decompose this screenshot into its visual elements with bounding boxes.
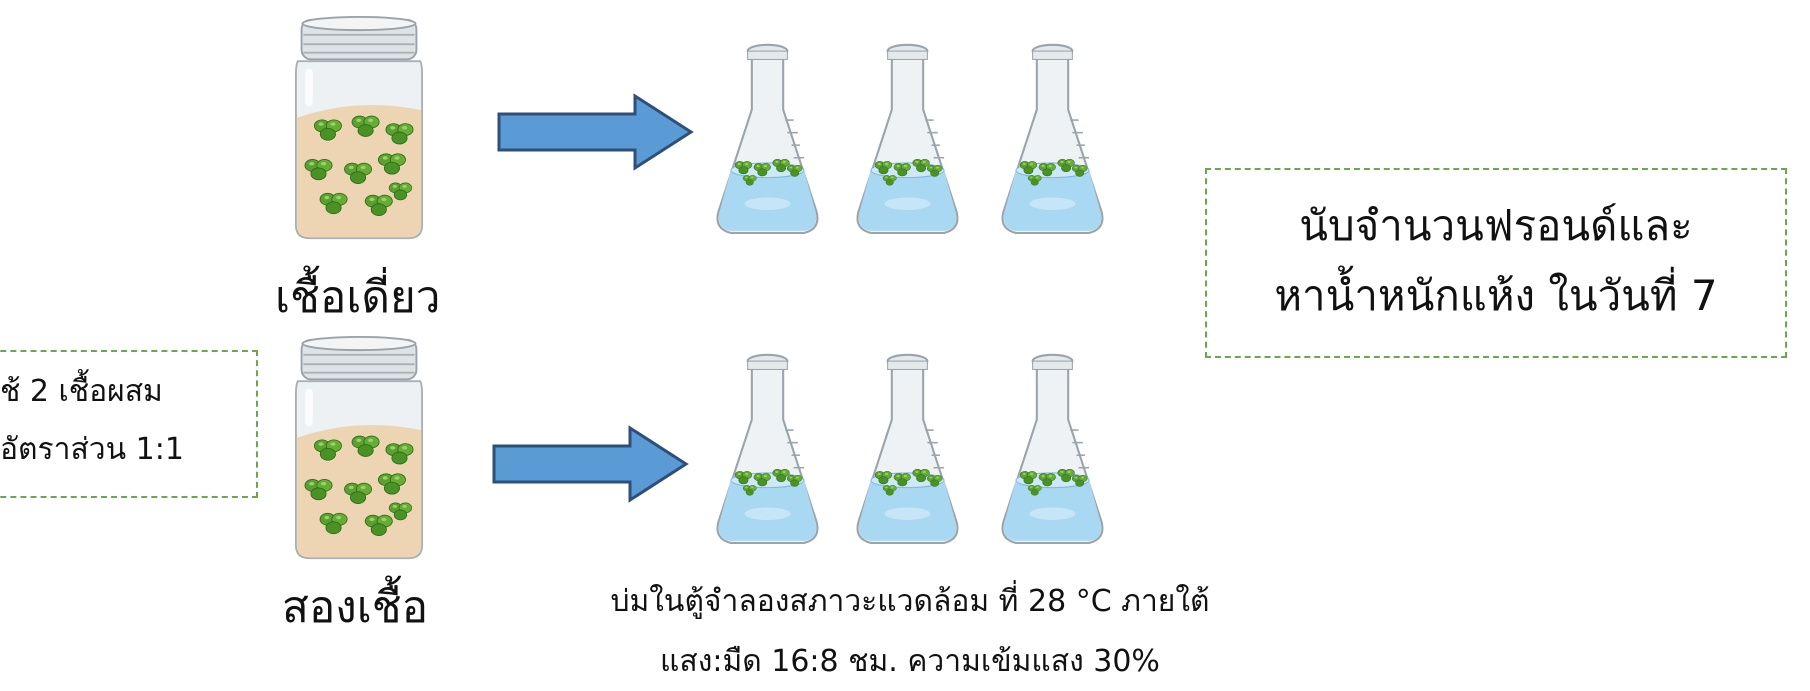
flask-icon [710, 346, 825, 556]
result-note-box: นับจำนวนฟรอนด์และ หาน้ำหนักแห้ง ในวันที่… [1205, 168, 1787, 358]
flask-icon [850, 36, 965, 246]
incubation-conditions-line-1: บ่มในตู้จำลองสภาวะแวดล้อม ที่ 28 °C ภายใ… [610, 584, 1210, 619]
flask-icon [995, 346, 1110, 556]
dual-culture-label: สองเชื้อ [282, 582, 429, 633]
flask-icon [850, 346, 965, 556]
jar-icon [280, 336, 438, 562]
jar-icon [280, 16, 438, 242]
mixed-culture-note-box: ช้ 2 เชื้อผสม อัตราส่วน 1:1 [0, 350, 258, 498]
incubation-conditions-line-2: แสง:มืด 16:8 ชม. ความเข้มแสง 30% [660, 644, 1160, 679]
mixed-culture-line-2: อัตราส่วน 1:1 [0, 432, 184, 467]
flask-icon [995, 36, 1110, 246]
single-culture-label: เชื้อเดี่ยว [275, 272, 441, 323]
result-line-1: นับจำนวนฟรอนด์และ [1299, 201, 1693, 250]
flask-icon [710, 36, 825, 246]
right-arrow-icon [492, 426, 688, 502]
result-line-2: หาน้ำหนักแห้ง ในวันที่ 7 [1274, 271, 1718, 320]
right-arrow-icon [497, 94, 693, 170]
mixed-culture-line-1: ช้ 2 เชื้อผสม [0, 374, 163, 409]
